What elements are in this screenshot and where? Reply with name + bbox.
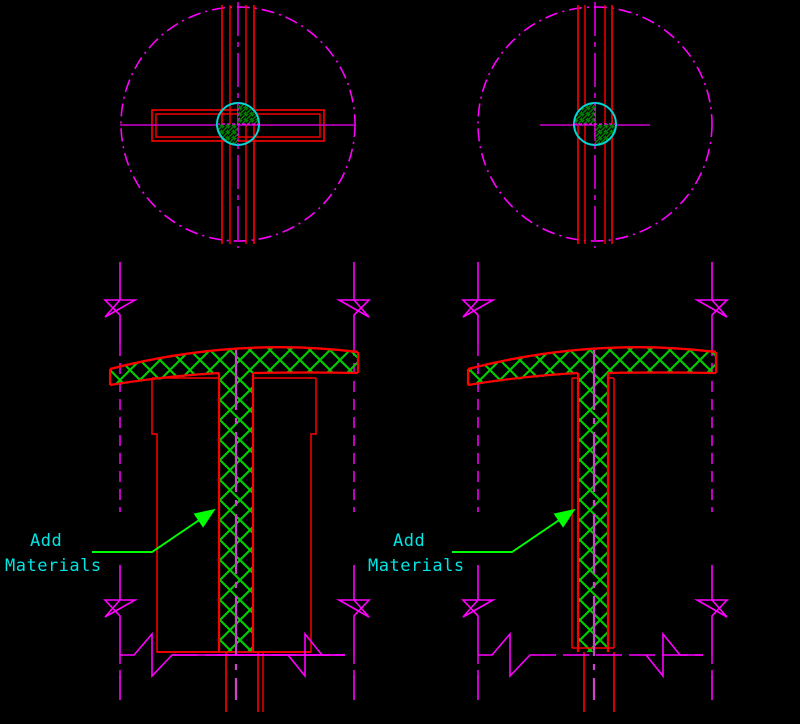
break-line-top-left-b [335,262,371,345]
annotation-right-add-materials[interactable]: Add Materials [368,508,576,576]
annotation-right-line2: Materials [368,556,465,576]
break-line-top-right-a [461,262,497,345]
break-line-mid-left-b [335,565,371,655]
break-line-mid-left-a [103,565,139,655]
annotation-right-line1: Add [393,531,425,551]
leader-line-right [452,508,576,553]
break-line-bottom-left [120,631,345,678]
left-plan-view [120,2,356,248]
right-plan-view [477,2,713,248]
break-line-mid-right-a [461,565,497,655]
annotation-left-add-materials[interactable]: Add Materials [5,508,216,576]
annotation-left-line1: Add [30,531,62,551]
annotation-left-line2: Materials [5,556,102,576]
break-line-bottom-right-a [478,631,531,678]
break-line-top-left-a [103,262,139,345]
break-line-mid-right-b [693,565,729,655]
break-line-top-right-b [693,262,729,345]
leader-line-left [92,508,216,553]
